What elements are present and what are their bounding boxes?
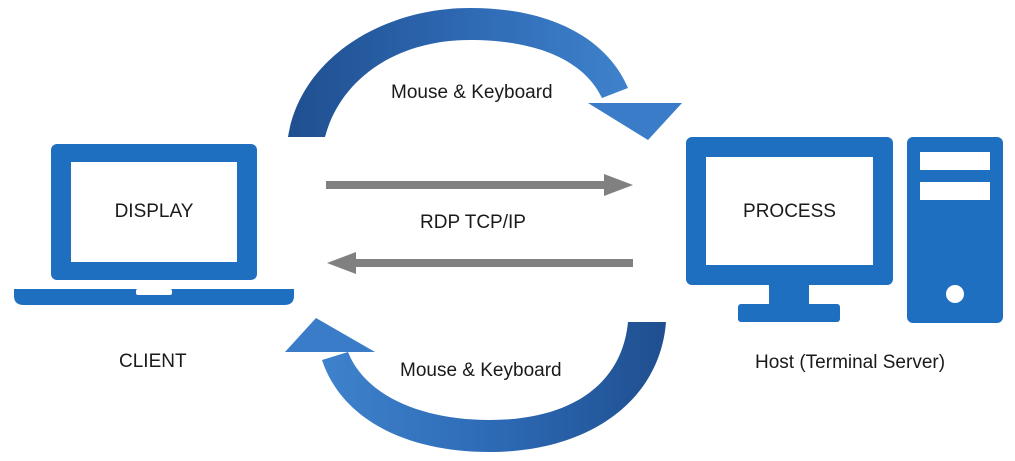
desktop-computer-icon <box>686 137 1003 323</box>
client-screen-label: DISPLAY <box>114 201 194 222</box>
request-arrow <box>326 174 633 196</box>
protocol-label: RDP TCP/IP <box>420 212 526 233</box>
top-arrow-label: Mouse & Keyboard <box>391 82 553 103</box>
client-caption: CLIENT <box>119 351 187 372</box>
top-curved-arrow <box>288 8 682 140</box>
bottom-curved-arrow <box>285 318 666 452</box>
bottom-arrow-label: Mouse & Keyboard <box>400 360 562 381</box>
laptop-icon <box>14 144 294 305</box>
host-screen-label: PROCESS <box>743 201 836 222</box>
host-caption: Host (Terminal Server) <box>755 352 946 373</box>
response-arrow <box>327 252 633 274</box>
